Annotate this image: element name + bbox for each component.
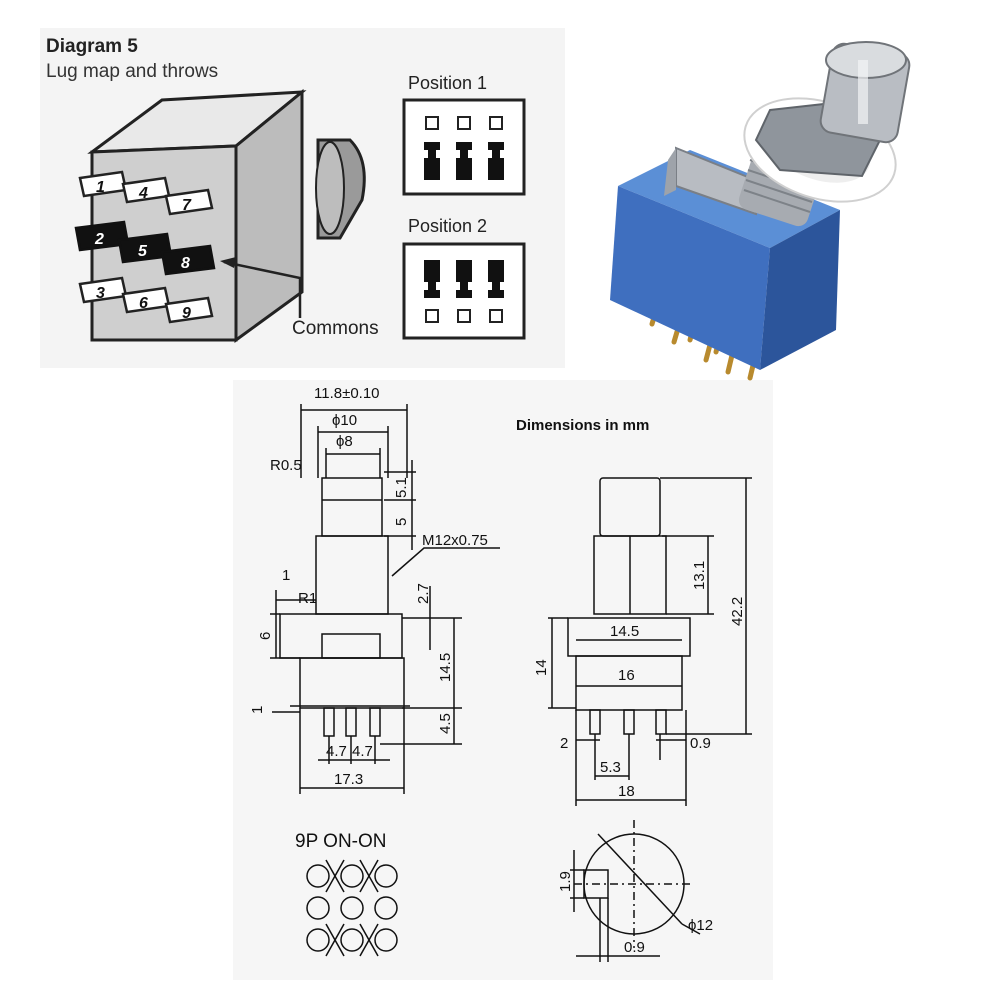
dim-4-7-b: 4.7 <box>352 743 373 760</box>
dim-14-5-vertical: 14.5 <box>437 653 454 682</box>
dim-1-top: 1 <box>282 567 290 584</box>
lug-5-label: 5 <box>138 243 148 260</box>
lug-6-label: 6 <box>139 295 148 312</box>
dim-2-7: 2.7 <box>415 583 432 604</box>
dim-4-7-a: 4.7 <box>326 743 347 760</box>
lug-3-label: 3 <box>96 285 105 302</box>
diagram-subtitle: Lug map and throws <box>46 61 219 82</box>
dim-5-1: 5.1 <box>393 477 410 498</box>
dimension-drawing-panel <box>233 380 773 980</box>
dim-6: 6 <box>257 632 274 640</box>
dim-r05: R0.5 <box>270 457 302 474</box>
dim-13-1: 13.1 <box>691 561 708 590</box>
dim-14-5-horizontal: 14.5 <box>610 623 639 640</box>
dim-thread: M12x0.75 <box>422 532 488 549</box>
bottom-view <box>570 820 701 962</box>
commons-arrow <box>220 257 302 318</box>
lug-8: 8 <box>160 244 216 276</box>
diagram-title: Diagram 5 <box>46 36 138 57</box>
dim-phi12: ϕ12 <box>688 917 713 934</box>
side-view-right <box>548 477 752 806</box>
dim-2: 2 <box>560 735 568 752</box>
dim-4-5: 4.5 <box>437 713 454 734</box>
dim-18: 18 <box>618 783 635 800</box>
dim-17-3: 17.3 <box>334 771 363 788</box>
commons-label: Commons <box>292 318 379 339</box>
lug-7: 7 <box>164 188 214 216</box>
position-2-label: Position 2 <box>408 216 488 236</box>
dim-42-2: 42.2 <box>729 597 746 626</box>
position-1-diagram <box>402 98 526 196</box>
dim-1-9: 1.9 <box>557 871 574 892</box>
lug-2-label: 2 <box>94 231 104 248</box>
dim-top-width: 11.8±0.10 <box>314 385 380 402</box>
dim-0-9-a: 0.9 <box>690 735 711 752</box>
dim-14: 14 <box>533 659 550 676</box>
dim-5: 5 <box>393 518 410 526</box>
lug-4-label: 4 <box>138 185 148 202</box>
lug-9-label: 9 <box>182 305 191 322</box>
footswitch-photo <box>610 41 911 381</box>
switch-type-label: 9P ON-ON <box>295 831 387 852</box>
dimensions-title: Dimensions in mm <box>516 417 650 434</box>
position-1-label: Position 1 <box>408 73 488 93</box>
dim-16: 16 <box>618 667 635 684</box>
lug-1-label: 1 <box>96 179 105 196</box>
lug-7-label: 7 <box>182 197 192 214</box>
dim-0-9-b: 0.9 <box>624 939 645 956</box>
dim-phi10: ϕ10 <box>332 412 357 429</box>
dim-r1: R1 <box>298 590 317 607</box>
dim-5-3: 5.3 <box>600 759 621 776</box>
position-2-diagram <box>402 242 526 340</box>
lug-8-label: 8 <box>181 255 190 272</box>
dim-phi8: ϕ8 <box>336 433 353 450</box>
lug-9: 9 <box>164 296 214 324</box>
dim-1-bottom: 1 <box>249 706 266 714</box>
side-view-left <box>270 404 500 794</box>
on-on-pin-pattern <box>306 859 398 957</box>
